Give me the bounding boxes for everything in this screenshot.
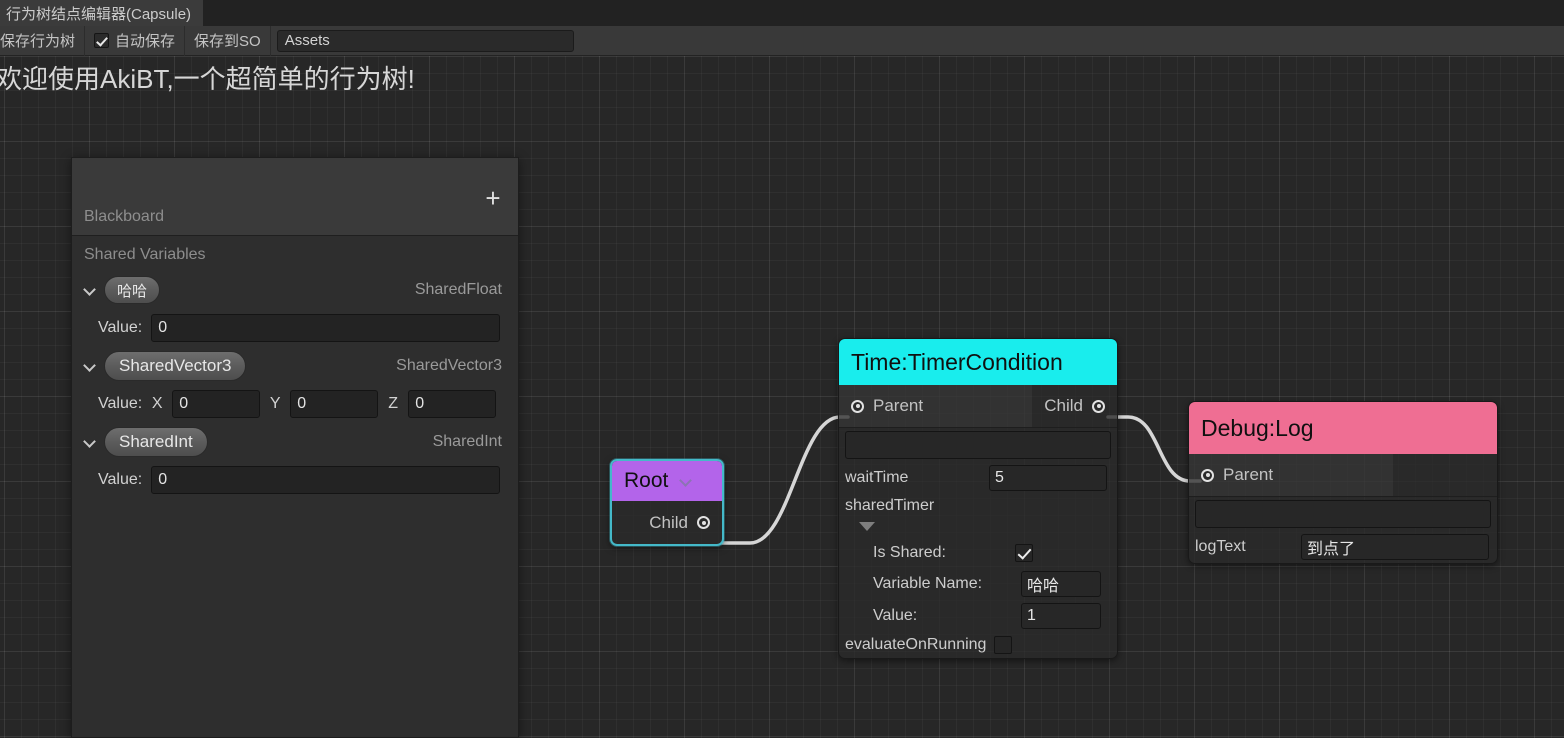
node-root-title-bar: Root [612,461,722,501]
node-timer-waittime-label: waitTime [845,469,909,486]
node-timer-sharedvalue-input[interactable]: 1 [1021,603,1101,629]
node-timer-evaluate-label: evaluateOnRunning [845,636,987,653]
tab-bar: 行为树结点编辑器(Capsule) [0,0,1564,26]
node-debug-log[interactable]: Debug:Log Parent logText 到点了 [1188,401,1498,564]
save-to-so-button[interactable]: 保存到SO [185,25,271,56]
variable-value-label: Value: [98,319,143,336]
chevron-down-icon[interactable] [82,358,98,374]
node-log-logtext-label: logText [1195,538,1246,555]
node-timer-sharedvalue-label: Value: [873,607,918,624]
node-log-title: Debug:Log [1201,414,1314,441]
socket-icon[interactable] [1092,399,1105,413]
blackboard-section-label: Shared Variables [84,246,206,263]
node-timer-varname-label: Variable Name: [873,575,983,592]
node-timer-varname-row: Variable Name: 哈哈 [839,568,1117,600]
axis-x-label: X [151,395,163,412]
autosave-label: 自动保存 [115,33,176,50]
port-log-parent[interactable]: Parent [1189,454,1393,496]
variable-type-label: SharedFloat [414,281,502,298]
node-timer-isshared-label: Is Shared: [873,544,946,561]
axis-y-label: Y [269,395,281,412]
variable-value-input[interactable]: 0 [151,314,500,342]
node-timer-description-row [839,428,1117,462]
blackboard-variable-value-row: Value: 0 [72,310,518,346]
add-variable-button[interactable]: + [485,183,501,213]
node-timer-waittime-input[interactable]: 5 [989,465,1107,491]
axis-z-label: Z [388,395,399,412]
welcome-text: 欢迎使用AkiBT,一个超简单的行为树! [0,64,415,94]
variable-value-label: Value: [98,395,143,412]
socket-icon[interactable] [697,516,710,529]
variable-name-pill[interactable]: 哈哈 [104,276,161,304]
variable-name-pill[interactable]: SharedInt [104,427,208,457]
node-timer-title-bar: Time:TimerCondition [839,339,1117,385]
node-timer-evaluate-row: evaluateOnRunning [839,632,1117,658]
node-log-logtext-input[interactable]: 到点了 [1301,534,1489,560]
blackboard-variable-row[interactable]: 哈哈 SharedFloat [72,270,518,310]
socket-icon[interactable] [851,399,864,413]
port-timer-parent-label: Parent [873,396,924,415]
node-timer-sharedvalue-row: Value: 1 [839,600,1117,632]
node-timer-isshared-checkbox[interactable] [1015,544,1033,562]
node-timer-ports: Parent Child [839,385,1117,428]
port-timer-child[interactable]: Child [1032,385,1117,427]
asset-path-input[interactable]: Assets [276,29,574,52]
blackboard-panel[interactable]: + Blackboard Shared Variables 哈哈 SharedF… [71,157,519,738]
port-root-child[interactable]: Child [637,501,722,544]
node-timer-title: Time:TimerCondition [851,348,1063,375]
variable-type-label: SharedInt [432,433,502,450]
chevron-down-icon[interactable] [82,434,98,450]
chevron-down-icon[interactable] [678,473,694,489]
variable-value-input[interactable]: 0 [151,466,500,494]
port-timer-parent[interactable]: Parent [839,385,1033,427]
save-tree-button[interactable]: 保存行为树 [0,25,86,56]
node-timer-waittime-row: waitTime 5 [839,462,1117,494]
blackboard-title: Blackboard [84,208,165,225]
variable-vector-z-input[interactable]: 0 [408,390,497,418]
node-timer-condition[interactable]: Time:TimerCondition Parent Child waitTim… [838,338,1118,659]
node-log-description-input[interactable] [1195,500,1491,528]
node-timer-isshared-row: Is Shared: [839,538,1117,568]
port-root-child-label: Child [649,512,688,532]
node-timer-foldout-row[interactable] [839,518,1117,538]
chevron-down-icon[interactable] [82,282,98,298]
port-log-parent-label: Parent [1223,465,1274,484]
node-log-description-row [1189,497,1497,531]
node-timer-varname-input[interactable]: 哈哈 [1021,571,1101,597]
variable-vector-y-input[interactable]: 0 [290,390,379,418]
autosave-toggle[interactable]: 自动保存 [85,25,186,56]
node-root[interactable]: Root Child [610,459,724,546]
node-root-ports: Child [612,501,722,544]
node-timer-sharedtimer-label: sharedTimer [845,497,935,514]
blackboard-header[interactable]: + Blackboard [72,158,518,236]
blackboard-variable-value-row: Value: 0 [72,462,518,498]
variable-value-label: Value: [98,471,143,488]
node-root-title: Root [624,469,669,492]
node-log-title-bar: Debug:Log [1189,402,1497,454]
tab-behavior-tree-editor[interactable]: 行为树结点编辑器(Capsule) [0,0,204,26]
node-timer-sharedtimer-row: sharedTimer [839,494,1117,518]
socket-icon[interactable] [1201,468,1214,482]
blackboard-variable-vector-row: Value: X 0 Y 0 Z 0 [72,386,518,422]
checkbox-icon[interactable] [94,33,110,48]
variable-name-pill[interactable]: SharedVector3 [104,351,247,381]
blackboard-variable-row[interactable]: SharedVector3 SharedVector3 [72,346,518,386]
blackboard-variable-row[interactable]: SharedInt SharedInt [72,422,518,462]
variable-vector-x-input[interactable]: 0 [172,390,261,418]
triangle-down-icon[interactable] [859,522,875,531]
node-timer-description-input[interactable] [845,431,1111,459]
toolbar: 保存行为树 自动保存 保存到SO Assets [0,25,1564,56]
node-log-logtext-row: logText 到点了 [1189,531,1497,563]
node-log-ports: Parent [1189,454,1497,497]
variable-type-label: SharedVector3 [396,357,502,374]
node-timer-evaluate-checkbox[interactable] [994,636,1013,654]
port-timer-child-label: Child [1044,396,1083,415]
